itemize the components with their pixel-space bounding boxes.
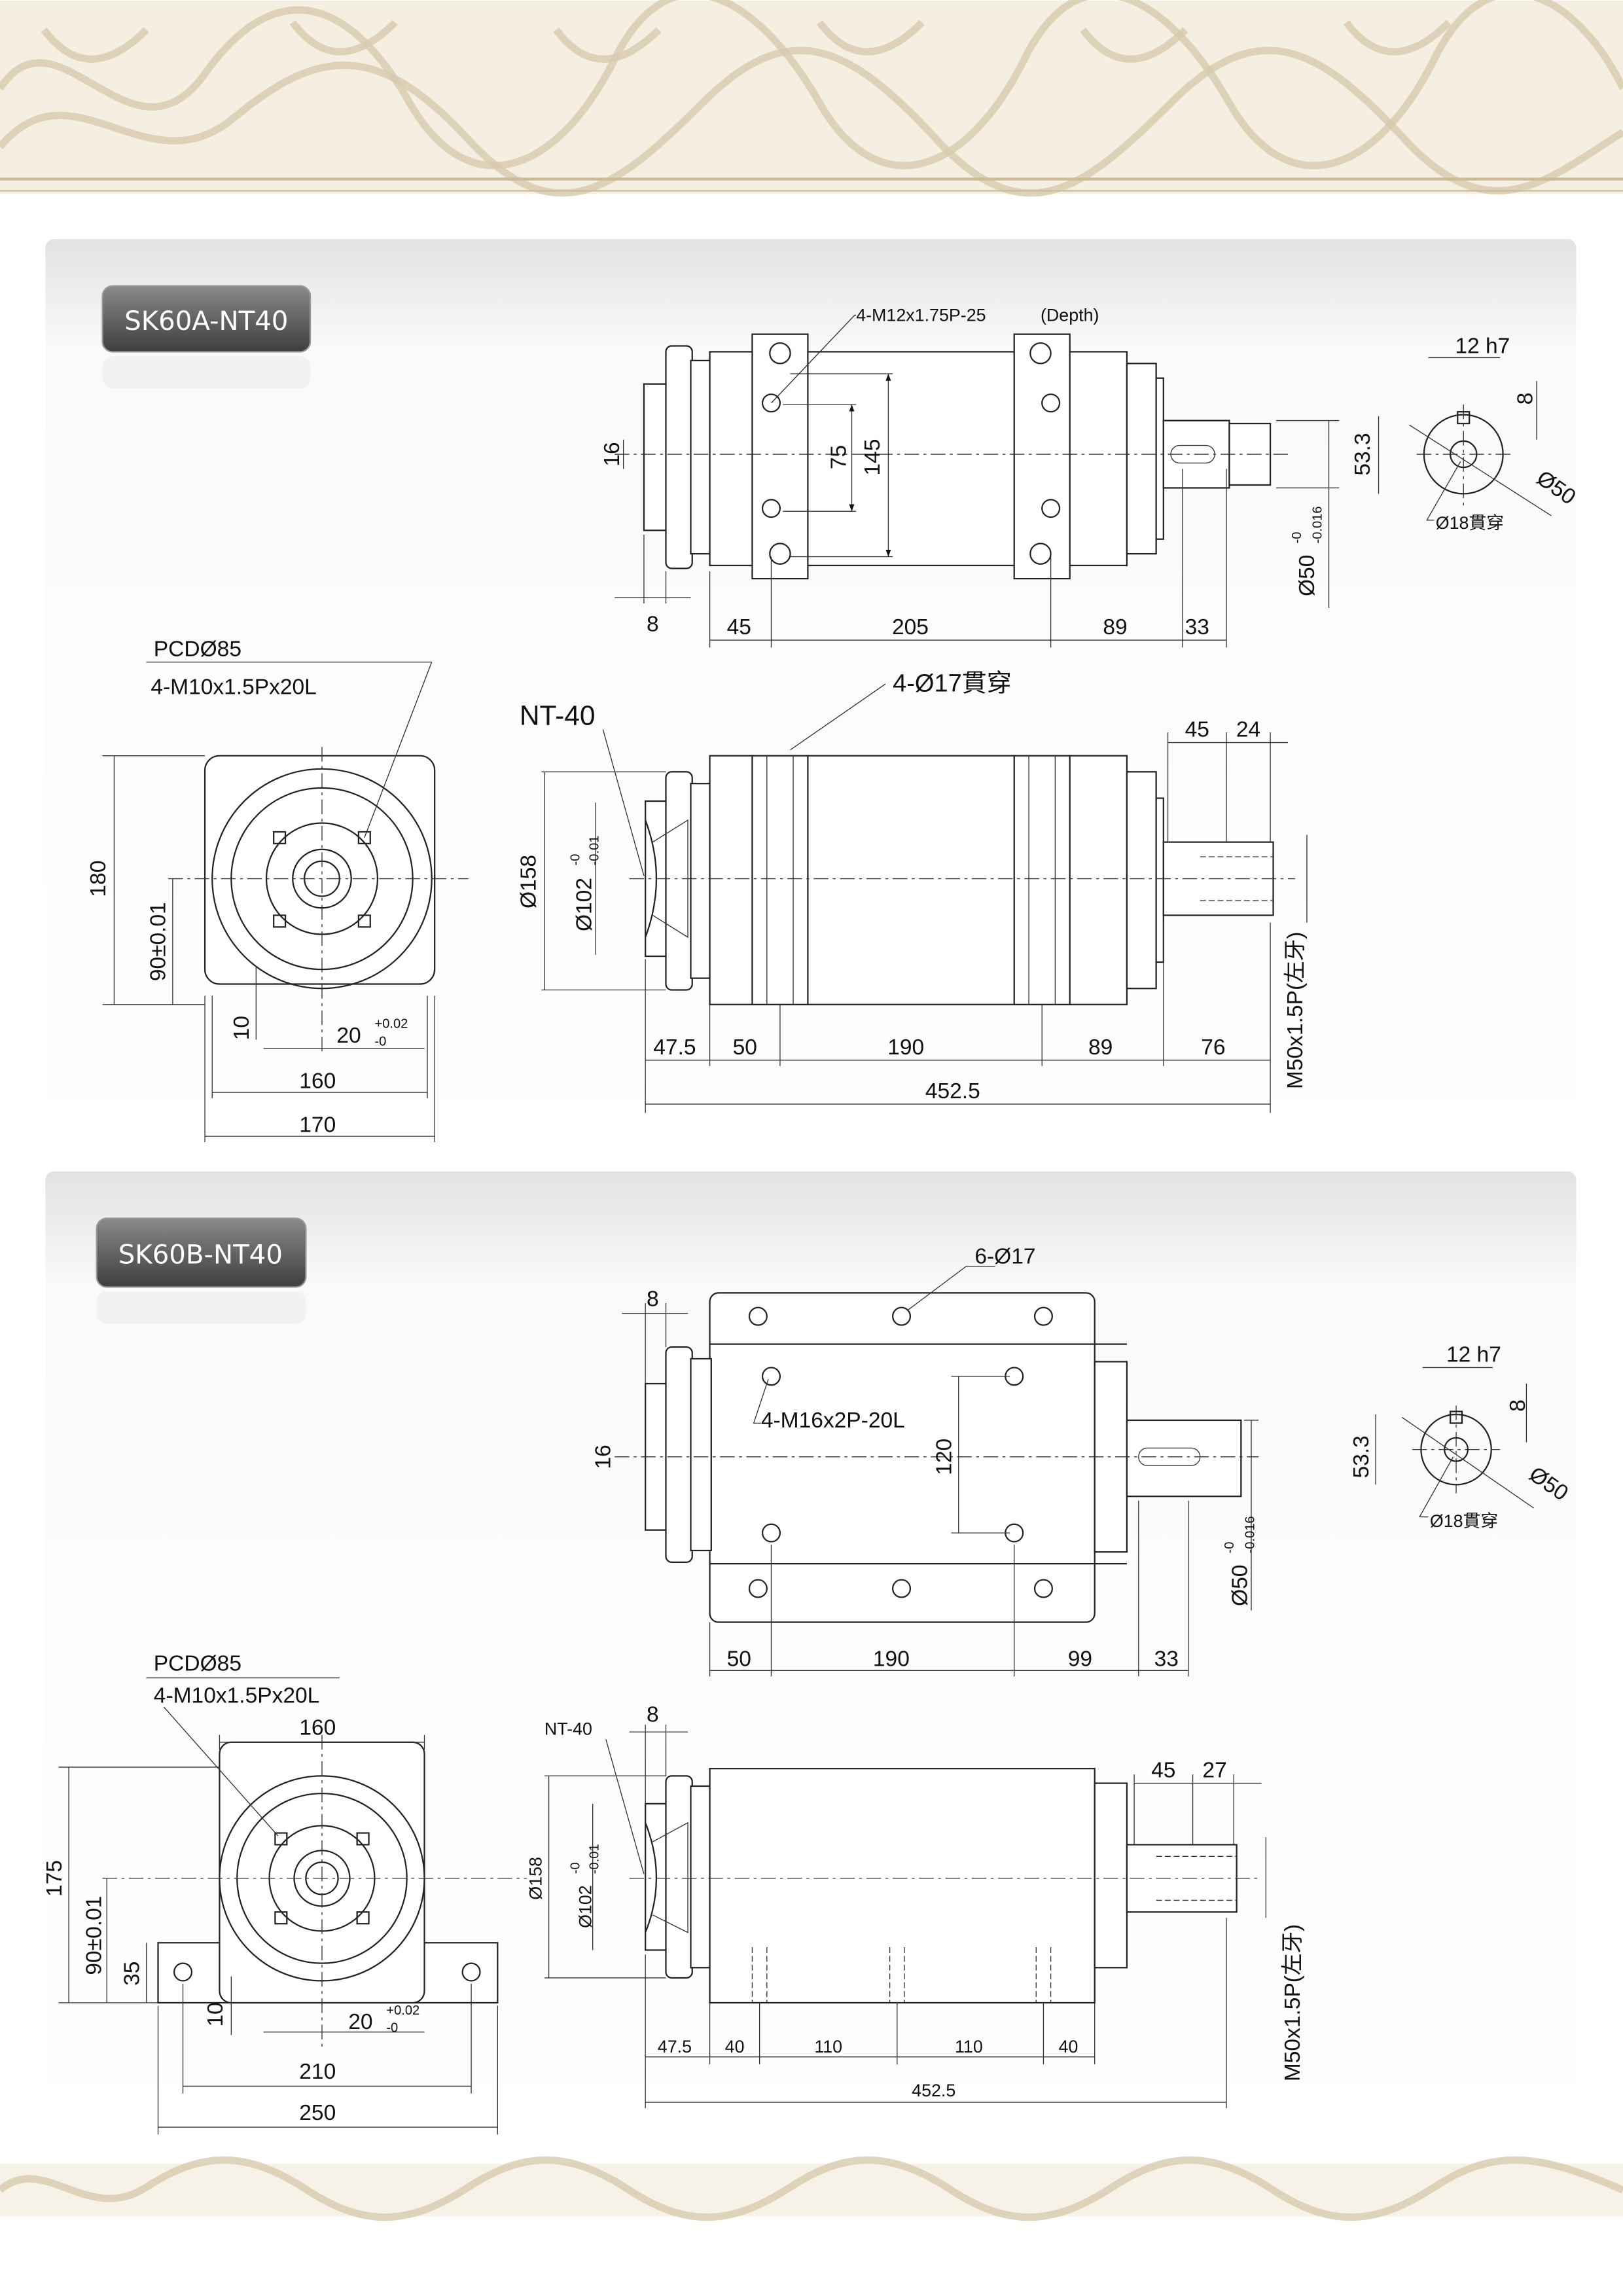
model-badge-sk60a: SK60A-NT40	[101, 285, 312, 389]
holes-label: 4-Ø17貫穿	[893, 670, 1012, 697]
tol-upper: -0	[1222, 1542, 1237, 1554]
nt40-label: NT-40	[544, 1719, 592, 1739]
dim-8: 8	[647, 1287, 659, 1312]
key-width: 12 h7	[1446, 1342, 1501, 1367]
dim-89: 89	[1103, 615, 1127, 639]
thread-label: 4-M10x1.5Px20L	[151, 675, 317, 700]
width-160: 160	[299, 1716, 336, 1740]
dim-53-3: 53.3	[1351, 433, 1375, 475]
shaft-diameter-label: Ø50 -0 -0.016	[1290, 506, 1325, 596]
dim-40: 40	[725, 2037, 745, 2056]
dim-20: 20	[336, 1024, 361, 1048]
dim-20-tol-upper: +0.02	[386, 2003, 419, 2018]
dim-45: 45	[1151, 1759, 1175, 1783]
dim-190: 190	[873, 1647, 910, 1672]
thread-spec: M50x1.5P(左牙)	[1280, 1924, 1305, 2081]
dim-8: 8	[647, 1703, 659, 1727]
holes-label: 6-Ø17	[974, 1245, 1035, 1269]
total-length: 452.5	[925, 1079, 980, 1103]
tol-lower: -0.016	[1243, 1516, 1257, 1553]
dim-50: 50	[733, 1035, 757, 1060]
dim-20-tol-upper: +0.02	[374, 1017, 408, 1031]
thread-spec: M50x1.5P(左牙)	[1283, 932, 1308, 1089]
sk60b-front-view: PCDØ85 4-M10x1.5Px20L 160 175 90±0.01 35…	[43, 1651, 527, 2135]
dim-47-5: 47.5	[658, 2037, 692, 2056]
total-length: 452.5	[912, 2081, 955, 2100]
dim-20-tol-lower: -0	[374, 1034, 386, 1049]
dim-20: 20	[348, 2010, 372, 2034]
height-90: 90±0.01	[82, 1896, 106, 1975]
depth-note: (Depth)	[1041, 306, 1099, 325]
dim-47-5: 47.5	[653, 1035, 696, 1060]
dia-102: Ø102	[575, 1885, 595, 1928]
pcd-label: PCDØ85	[154, 637, 241, 662]
height-175: 175	[43, 1860, 67, 1897]
dim-16: 16	[592, 1444, 616, 1469]
dim-120: 120	[933, 1439, 957, 1475]
pcd-label: PCDØ85	[154, 1651, 241, 1676]
tol-lower: -0.01	[588, 836, 602, 866]
nt40-label: NT-40	[520, 701, 596, 732]
thread-note: 4-M12x1.75P-25	[856, 306, 986, 325]
model-title: SK60B-NT40	[118, 1240, 283, 1270]
bore-note: Ø18貫穿	[1436, 513, 1504, 533]
header-ornament	[0, 0, 1623, 197]
shaft-dia: Ø50	[1295, 555, 1319, 596]
height-90: 90±0.01	[147, 902, 171, 981]
model-title: SK60A-NT40	[124, 306, 288, 336]
dim-205: 205	[892, 615, 929, 639]
dim-89: 89	[1088, 1035, 1113, 1060]
dim-33: 33	[1185, 615, 1209, 639]
dim-33: 33	[1154, 1647, 1179, 1672]
sk60a-front-view: PCDØ85 4-M10x1.5Px20L 180 90±0.01 10 20 …	[86, 637, 469, 1143]
dim-24: 24	[1236, 718, 1260, 742]
dim-76: 76	[1201, 1035, 1225, 1060]
shaft-dia: Ø50	[1228, 1565, 1252, 1606]
dim-40: 40	[1059, 2037, 1079, 2056]
dim-53-3: 53.3	[1349, 1435, 1374, 1478]
sk60a-side-view: NT-40 4-Ø17貫穿 Ø158 Ø102 -0 -0.01 47.5 50…	[516, 670, 1308, 1113]
tol-upper: -0	[1290, 532, 1304, 544]
dim-10: 10	[230, 1016, 254, 1040]
tol-upper: -0	[569, 854, 583, 866]
width-170: 170	[299, 1113, 336, 1137]
width-160: 160	[299, 1069, 336, 1093]
dia-102: Ø102	[572, 878, 596, 931]
width-250: 250	[299, 2101, 336, 2125]
footer-ornament	[0, 2156, 1623, 2221]
model-badge-sk60b: SK60B-NT40	[96, 1217, 307, 1324]
sk60a-top-view: 75 145 4-M12x1.75P-25 (Depth) 16 8 45 20…	[600, 306, 1580, 648]
dim-110: 110	[814, 2037, 842, 2056]
dia-158: Ø158	[516, 855, 541, 908]
tol-lower: -0.01	[588, 1844, 602, 1874]
tol-lower: -0.016	[1310, 506, 1325, 543]
dim-75: 75	[827, 445, 851, 469]
thread-note: 4-M16x2P-20L	[761, 1408, 905, 1433]
height-35: 35	[120, 1962, 144, 1986]
key-depth: 8	[1513, 393, 1537, 405]
dim-10: 10	[204, 2002, 228, 2026]
dim-20-tol-lower: -0	[386, 2021, 398, 2036]
dim-190: 190	[887, 1035, 924, 1060]
tol-upper: -0	[569, 1862, 583, 1874]
dim-45: 45	[1185, 718, 1209, 742]
dim-145: 145	[861, 439, 885, 476]
height-180: 180	[86, 861, 111, 897]
width-210: 210	[299, 2060, 336, 2084]
dim-16: 16	[600, 442, 624, 466]
bore-note: Ø18貫穿	[1430, 1511, 1498, 1531]
key-width: 12 h7	[1455, 334, 1510, 359]
dim-8: 8	[647, 613, 659, 637]
dim-45: 45	[727, 615, 751, 639]
sk60b-top-view: 120 6-Ø17 4-M16x2P-20L 16 8 50 190 99 33…	[592, 1245, 1573, 1677]
key-depth: 8	[1506, 1399, 1530, 1412]
dim-50: 50	[727, 1647, 751, 1672]
thread-label: 4-M10x1.5Px20L	[154, 1684, 320, 1708]
sk60b-side-view: NT-40 8 Ø158 Ø102 -0 -0.01 47.5 40 110 1…	[526, 1703, 1305, 2108]
dia-158: Ø158	[526, 1857, 545, 1900]
dim-27: 27	[1202, 1759, 1226, 1783]
dim-110: 110	[955, 2037, 983, 2056]
dim-99: 99	[1068, 1647, 1092, 1672]
